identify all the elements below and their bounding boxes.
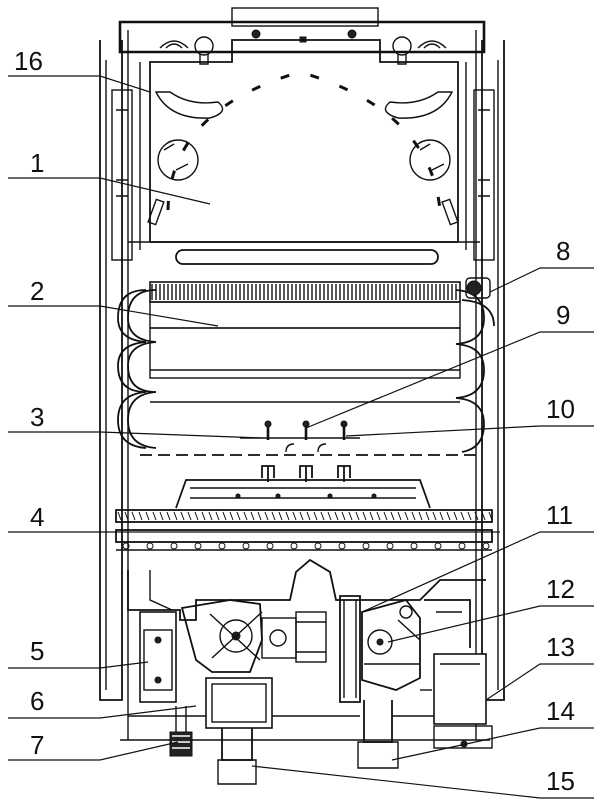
side-brackets bbox=[111, 89, 495, 261]
callout-2: 2 bbox=[30, 276, 44, 306]
callout-14: 14 bbox=[546, 696, 575, 726]
callout-10: 10 bbox=[546, 394, 575, 424]
leader-lines bbox=[8, 75, 594, 799]
callout-1: 1 bbox=[30, 148, 44, 178]
callout-7: 7 bbox=[30, 730, 44, 760]
callout-3: 3 bbox=[30, 402, 44, 432]
callout-8: 8 bbox=[556, 236, 570, 266]
callout-15: 15 bbox=[546, 766, 575, 796]
burner bbox=[115, 479, 493, 551]
callout-11: 11 bbox=[546, 500, 573, 530]
callout-5: 5 bbox=[30, 636, 44, 666]
callout-labels: 16 1 2 3 4 5 6 7 8 9 10 11 12 13 14 15 bbox=[14, 46, 575, 796]
callout-12: 12 bbox=[546, 574, 575, 604]
bottom-connections bbox=[128, 700, 493, 785]
combustion-chamber bbox=[140, 401, 482, 482]
heat-exchanger bbox=[117, 277, 495, 453]
valve-assembly bbox=[127, 558, 487, 729]
callout-9: 9 bbox=[556, 300, 570, 330]
callout-13: 13 bbox=[546, 632, 575, 662]
callout-4: 4 bbox=[30, 502, 44, 532]
callout-6: 6 bbox=[30, 686, 44, 716]
callout-16: 16 bbox=[14, 46, 43, 76]
smoke-hood bbox=[128, 39, 480, 265]
mounting-holes bbox=[159, 29, 447, 65]
